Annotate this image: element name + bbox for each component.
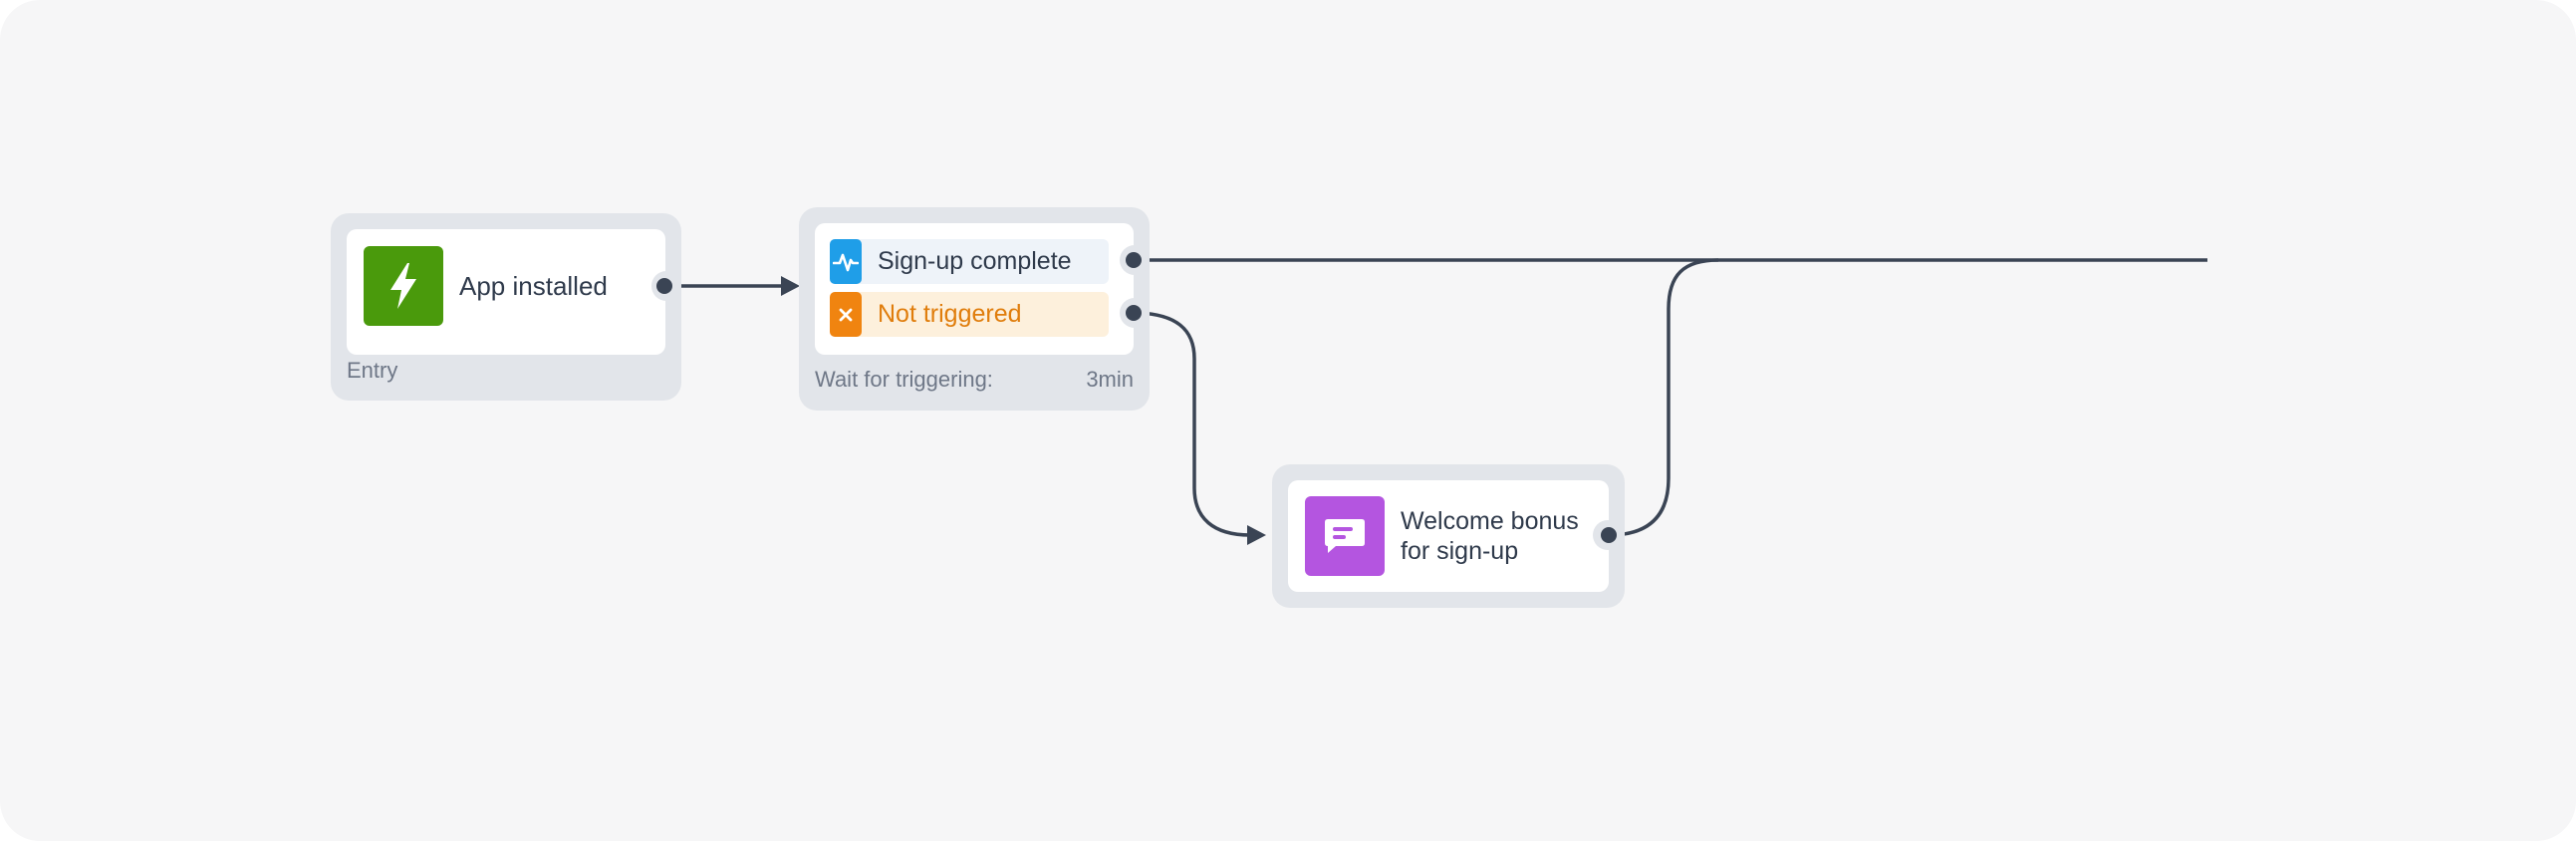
entry-output-port[interactable] xyxy=(656,278,672,294)
message-output-port[interactable] xyxy=(1601,527,1617,543)
entry-node-footer: Entry xyxy=(347,358,398,383)
message-node-card[interactable]: Welcome bonus for sign-up xyxy=(1288,480,1609,592)
wait-node-footer-value: 3min xyxy=(1086,367,1134,392)
entry-node-title: App installed xyxy=(459,271,608,301)
branch-row-sign-up-complete[interactable]: Sign-up complete xyxy=(830,239,1109,284)
wait-node-card[interactable]: Sign-up complete Not triggered xyxy=(815,223,1134,355)
close-x-icon xyxy=(830,292,862,337)
not-triggered-output-port[interactable] xyxy=(1126,305,1142,321)
activity-pulse-icon xyxy=(830,239,862,284)
branch-row-not-triggered[interactable]: Not triggered xyxy=(830,292,1109,337)
connector-message-merge xyxy=(1608,258,1719,537)
arrowhead-wait-input xyxy=(781,276,800,296)
entry-node[interactable]: App installed Entry xyxy=(331,213,681,401)
branch-label-sign-up-complete: Sign-up complete xyxy=(878,247,1072,275)
arrowhead-message-input xyxy=(1247,525,1266,545)
wait-node[interactable]: Sign-up complete Not triggered Wait for … xyxy=(799,207,1150,411)
message-bubble-icon xyxy=(1305,496,1385,576)
message-node[interactable]: Welcome bonus for sign-up xyxy=(1272,464,1625,608)
wait-node-footer-label: Wait for triggering: xyxy=(815,367,993,392)
branch-label-not-triggered: Not triggered xyxy=(878,300,1022,328)
message-node-title-line2: for sign-up xyxy=(1401,537,1519,565)
entry-node-card[interactable]: App installed xyxy=(347,229,665,355)
lightning-icon xyxy=(364,246,443,326)
signup-output-port[interactable] xyxy=(1126,252,1142,268)
message-node-title-line1: Welcome bonus xyxy=(1401,507,1579,535)
connector-not-triggered-to-message xyxy=(1133,311,1251,537)
